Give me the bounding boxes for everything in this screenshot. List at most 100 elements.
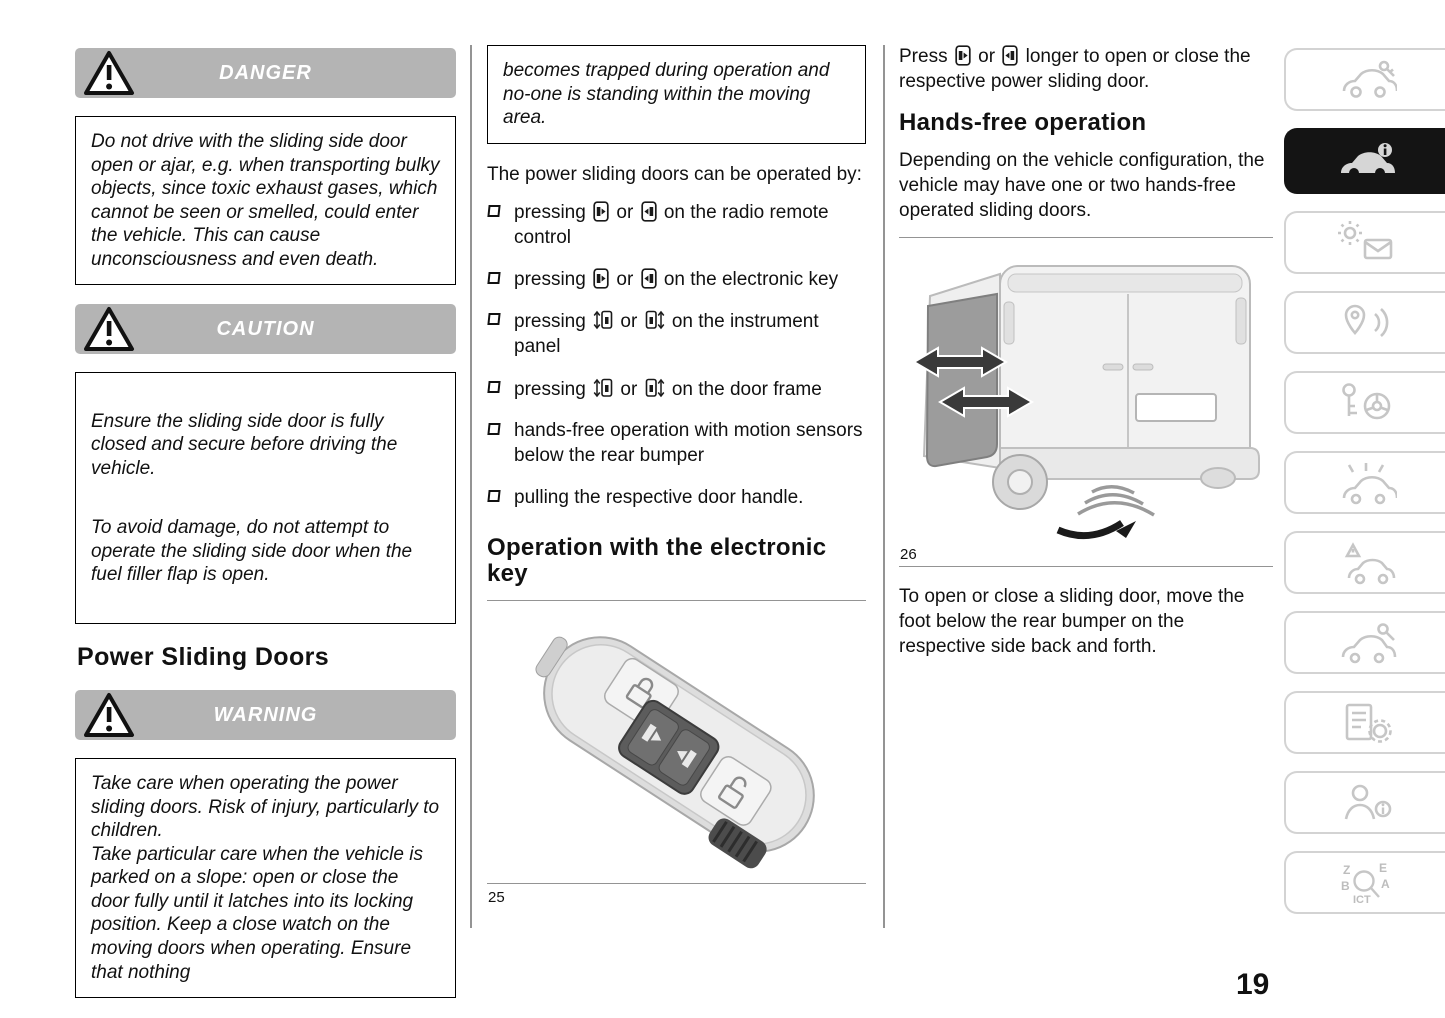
column-divider-left [470, 45, 472, 928]
sliding-door-close-button-icon [640, 268, 657, 289]
list-item-door-frame: pressing or on the door frame [487, 377, 866, 403]
press-text: Press [899, 46, 953, 67]
sliding-door-switch-open-icon [593, 309, 613, 331]
sliding-door-open-button-icon [593, 201, 609, 222]
svg-text:ICT: ICT [1353, 894, 1371, 906]
checkbox-bullet-icon [487, 313, 501, 326]
tab-customer-information [1284, 771, 1445, 834]
list-item-hands-free: hands-free operation with motion sensors… [487, 419, 866, 468]
warning-triangle-icon [83, 692, 135, 738]
tab-navigation-audio [1284, 291, 1445, 354]
caution-title: CAUTION [216, 317, 315, 340]
key-steering-wheel-icon [1341, 382, 1390, 419]
svg-text:E: E [1379, 861, 1387, 875]
list-item-remote-control: pressing or on the radio remote control [487, 201, 866, 250]
checkbox-bullet-icon [487, 205, 501, 218]
item-text: or [615, 311, 643, 333]
hands-free-body: Depending on the vehicle configuration, … [899, 150, 1265, 221]
warning-title: WARNING [213, 703, 318, 726]
tab-instrument-panel-active [1284, 128, 1445, 194]
car-maintenance-icon [1341, 622, 1396, 663]
technical-data-icon [1345, 703, 1392, 743]
electronic-key-heading: Operation with the electronic key [487, 533, 827, 588]
sliding-door-close-button-icon [640, 201, 657, 222]
hands-free-heading: Hands-free operation [899, 109, 1147, 137]
sliding-door-close-button-icon [1002, 45, 1018, 66]
item-text: pressing [514, 311, 592, 333]
danger-title: DANGER [219, 61, 312, 84]
section-title: Power Sliding Doors [77, 643, 330, 672]
hands-free-footer: To open or close a sliding door, move th… [899, 586, 1245, 657]
tab-alphabetical-index: Z E B A ICT [1284, 851, 1445, 914]
press-text: longer to open or close the respective p… [899, 46, 1251, 92]
item-text: or [611, 268, 639, 290]
right-column: Press or longer to open or close the res… [899, 45, 1273, 673]
checkbox-bullet-icon [487, 271, 501, 284]
operation-list: pressing or on the radio remote control … [487, 201, 866, 510]
figure-bottom-rule [487, 883, 866, 885]
figure-top-rule [487, 600, 866, 602]
checkbox-bullet-icon [487, 380, 501, 393]
caution-paragraph-2: To avoid damage, do not attempt to opera… [91, 517, 413, 586]
item-text: on the radio remote control [514, 202, 829, 249]
sliding-door-open-button-icon [593, 268, 609, 289]
middle-column: becomes trapped during operation and no-… [487, 45, 866, 909]
tab-in-an-emergency [1284, 531, 1445, 594]
checkbox-bullet-icon [487, 423, 501, 436]
figure-25: 25 [487, 600, 866, 906]
left-column: DANGER Do not drive with the sliding sid… [75, 48, 456, 1017]
customer-info-icon [1344, 784, 1391, 819]
warning-light-message-icon [1337, 220, 1392, 259]
van-rear-image [912, 265, 1260, 540]
press-text: or [972, 46, 1001, 67]
tab-servicing-care [1284, 451, 1445, 514]
svg-text:A: A [1381, 877, 1390, 891]
car-key-icon [1342, 60, 1397, 98]
item-text: or [615, 378, 643, 400]
figure-bottom-rule [899, 566, 1273, 568]
sliding-door-switch-open-icon [593, 377, 613, 399]
car-care-icon [1342, 462, 1397, 504]
item-text: pulling the respective door handle. [514, 486, 804, 508]
warning-text-box: Take care when operating the power slidi… [75, 758, 456, 999]
svg-text:B: B [1341, 879, 1350, 893]
navigation-audio-icon [1344, 304, 1388, 337]
tab-technical-data [1284, 691, 1445, 754]
checkbox-bullet-icon [487, 489, 501, 502]
caution-header-bar: CAUTION [75, 304, 456, 355]
figure-top-rule [899, 237, 1273, 239]
press-instruction: Press or longer to open or close the res… [899, 45, 1273, 94]
electronic-key-image [534, 636, 815, 869]
item-text: pressing [514, 202, 592, 224]
figure-26: 26 [899, 237, 1273, 568]
item-text: pressing [514, 378, 592, 400]
warning-header-bar: WARNING [75, 690, 456, 741]
figure-number: 25 [488, 889, 505, 907]
figure-number: 26 [900, 546, 917, 564]
item-text: pressing [514, 268, 592, 290]
item-text: or [611, 202, 639, 224]
tab-warning-lights-messages [1284, 211, 1445, 274]
warning-triangle-icon [83, 50, 135, 96]
column-divider-right [883, 45, 885, 928]
list-item-door-handle: pulling the respective door handle. [487, 486, 866, 511]
operation-intro: The power sliding doors can be operated … [487, 163, 862, 185]
svg-text:Z: Z [1343, 863, 1350, 877]
item-text: on the electronic key [658, 268, 839, 290]
tab-starting-driving [1284, 371, 1445, 434]
sliding-door-switch-close-icon [645, 377, 665, 399]
danger-text-box: Do not drive with the sliding side door … [75, 116, 456, 286]
item-text: hands-free operation with motion sensors… [514, 420, 863, 467]
item-text: on the door frame [666, 378, 822, 400]
page-number: 19 [1236, 968, 1270, 1001]
warning-continuation-box: becomes trapped during operation and no-… [487, 45, 866, 144]
emergency-icon [1344, 541, 1395, 584]
danger-header-bar: DANGER [75, 48, 456, 98]
list-item-instrument-panel: pressing or on the instrument panel [487, 309, 866, 359]
caution-text-box: Ensure the sliding side door is fully cl… [75, 372, 456, 625]
list-item-electronic-key: pressing or on the electronic key [487, 268, 866, 293]
tab-maintenance [1284, 611, 1445, 674]
sliding-door-open-button-icon [955, 45, 971, 66]
caution-paragraph-1: Ensure the sliding side door is fully cl… [91, 410, 398, 479]
